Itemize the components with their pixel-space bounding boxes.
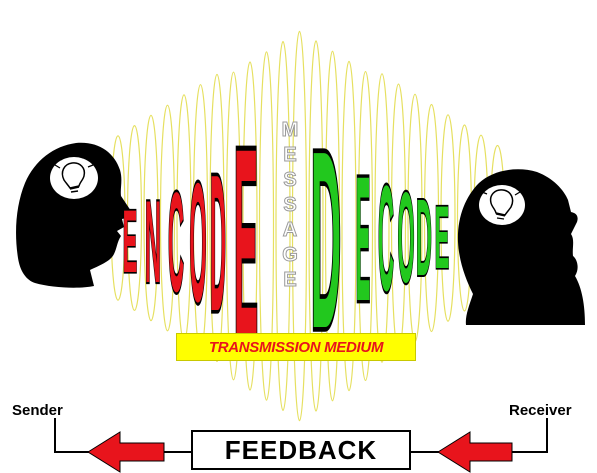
decode-letter-e2: E <box>435 187 450 287</box>
decode-letter-c: C <box>378 154 394 322</box>
decode-letter-d2: D <box>416 177 432 299</box>
lightbulb-icon <box>50 152 98 199</box>
sound-waves <box>110 30 506 422</box>
message-letter-e: E <box>283 144 296 166</box>
message-letter-m: M <box>282 119 299 141</box>
sender-label: Sender <box>12 402 63 419</box>
receiver-head-icon <box>457 169 585 325</box>
encode-letter-c: C <box>168 164 184 322</box>
arrow-left-icon <box>437 431 513 473</box>
encode-letter-e: E <box>123 191 138 291</box>
feedback-box: FEEDBACK <box>191 430 411 470</box>
message-letter-s: S <box>283 169 296 191</box>
message-letter-a: A <box>283 219 297 241</box>
receiver-label: Receiver <box>509 402 572 419</box>
encode-letter-d: D <box>210 136 226 352</box>
message-letter-s2: S <box>283 194 296 216</box>
sender-head-icon <box>16 142 132 288</box>
message-letter-e2: E <box>283 269 296 291</box>
message-letter-g: G <box>282 244 298 266</box>
encode-letter-o: O <box>189 148 206 337</box>
decode-letter-e: E <box>356 139 371 338</box>
lightbulb-icon <box>479 179 525 225</box>
decode-letter-o: O <box>397 168 414 310</box>
transmission-medium-label: TRANSMISSION MEDIUM <box>176 333 416 361</box>
arrow-left-icon <box>87 431 165 473</box>
encode-letter-n: N <box>145 176 161 307</box>
